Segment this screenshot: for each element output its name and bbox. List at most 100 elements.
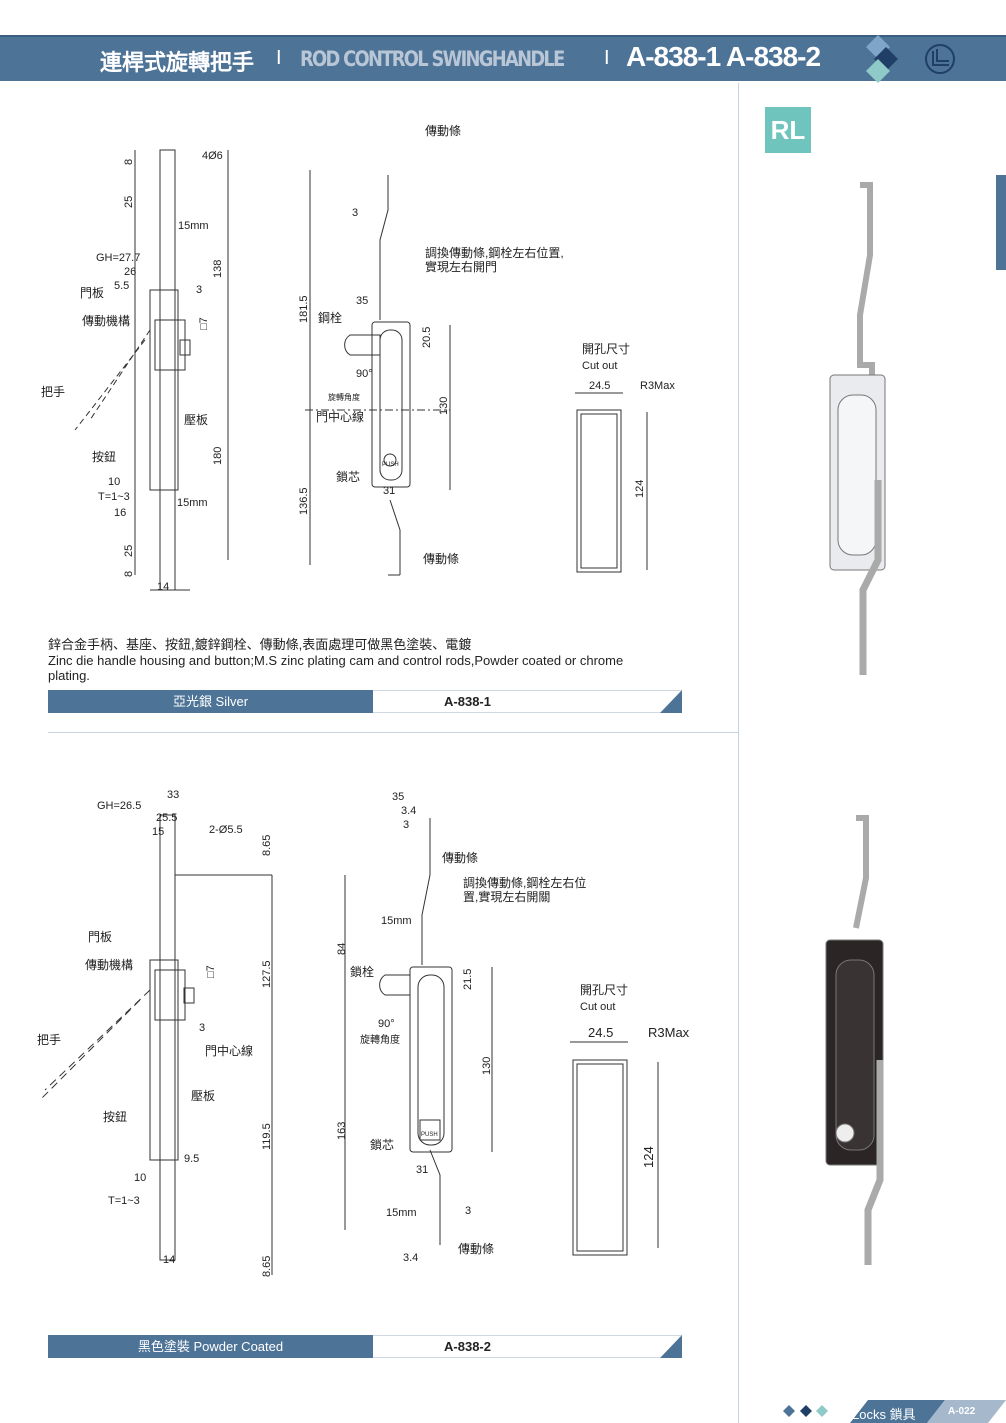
dim: 24.5 xyxy=(589,380,611,392)
product1-bar: 亞光銀 Silver A-838-1 xyxy=(48,690,682,713)
label-handle: 把手 xyxy=(37,1033,62,1047)
label-push: PUSH xyxy=(421,1132,438,1138)
label-press-plate: 壓板 xyxy=(184,413,209,427)
dim: 10 xyxy=(108,476,121,488)
dim: 3 xyxy=(352,207,359,219)
product2-bar: 黑色塗裝 Powder Coated A-838-2 xyxy=(48,1335,682,1358)
dim: 3 xyxy=(196,284,203,296)
dim: 8 xyxy=(123,158,135,165)
label-mechanism: 傳動機構 xyxy=(82,314,131,328)
section-divider xyxy=(48,732,738,733)
drawing-front-view-2 xyxy=(344,818,493,1245)
dim: 35 xyxy=(392,791,405,803)
label-button: 按鈕 xyxy=(92,450,117,464)
description-zh: 鋅合金手柄、基座、按鈕,鍍鋅鋼栓、傳動條,表面處理可做黑色塗裝、電鍍 xyxy=(48,637,472,652)
label-steel-pin: 鎖栓 xyxy=(350,965,375,979)
label-rotation: 旋轉角度 xyxy=(328,393,360,402)
dim: 90° xyxy=(356,368,373,380)
diamond-logo-icon xyxy=(866,35,955,83)
model-label: A-838-2 xyxy=(373,1335,682,1358)
dim: 33 xyxy=(167,789,180,801)
dim: R3Max xyxy=(640,380,675,392)
dim: 3.4 xyxy=(401,805,417,817)
dim: 138 xyxy=(212,259,224,278)
dim: 136.5 xyxy=(298,487,310,515)
corner-triangle xyxy=(660,1335,682,1358)
footer-section: Locks 鎖具 xyxy=(852,1407,916,1422)
dim: 119.5 xyxy=(261,1123,273,1150)
dim: 84 xyxy=(336,942,348,955)
model-label: A-838-1 xyxy=(373,690,682,713)
dim: GH=26.5 xyxy=(97,800,142,812)
label-door-center: 門中心線 xyxy=(205,1044,254,1058)
title-zh: 連桿式旋轉把手 xyxy=(100,50,255,75)
label-adjust: 調換傳動條,鋼栓左右位置,實現左右開門 xyxy=(425,246,564,274)
separator: I xyxy=(276,47,282,69)
cutout-2 xyxy=(572,1059,628,1256)
label-adjust: 調換傳動條,鋼栓左右位置,實現左右開關 xyxy=(463,876,587,904)
dim: 2-Ø5.5 xyxy=(209,824,243,836)
dim: 124 xyxy=(634,479,646,498)
dim: 35 xyxy=(356,295,369,307)
dim: T=1~3 xyxy=(108,1195,140,1207)
page-footer: Locks 鎖具 A-022 xyxy=(780,1400,1006,1423)
model-codes: A-838-1 A-838-2 xyxy=(626,41,821,72)
description-en: Zinc die handle housing and button;M.S z… xyxy=(48,652,624,684)
dim: 163 xyxy=(336,1121,348,1140)
dim: 20.5 xyxy=(421,326,433,348)
label-cutout-zh: 開孔尺寸 xyxy=(580,983,629,997)
dim: 25 xyxy=(123,544,135,557)
label-rod-bottom: 傳動條 xyxy=(458,1242,495,1256)
dim: 5.5 xyxy=(114,280,130,292)
product-photo-silver xyxy=(829,182,886,675)
dim: 90° xyxy=(378,1018,395,1030)
dim: 31 xyxy=(416,1164,429,1176)
dim: 4Ø6 xyxy=(202,150,223,162)
label-lock-core: 鎖芯 xyxy=(370,1138,395,1152)
dim: 14 xyxy=(163,1254,176,1266)
dim: 10 xyxy=(134,1172,147,1184)
side-tab xyxy=(996,175,1006,270)
dim: 180 xyxy=(212,446,224,465)
dim: 26 xyxy=(124,266,137,278)
dim: 8.65 xyxy=(261,1255,273,1277)
page-header: 連桿式旋轉把手 I ROD CONTROL SWINGHANDLE I A-83… xyxy=(0,35,1006,83)
dim: R3Max xyxy=(648,1025,690,1040)
dim: 15mm xyxy=(381,915,412,927)
label-rod-top: 傳動條 xyxy=(442,851,479,865)
dim: 31 xyxy=(383,485,396,497)
column-divider xyxy=(738,83,739,1423)
page-number: A-022 xyxy=(948,1406,976,1417)
product-description: 鋅合金手柄、基座、按鈕,鍍鋅鋼栓、傳動條,表面處理可做黑色塗裝、電鍍 Zinc … xyxy=(48,637,668,684)
title-en: ROD CONTROL SWINGHANDLE xyxy=(300,47,565,71)
dim: 9.5 xyxy=(184,1153,200,1165)
dim: GH=27.7 xyxy=(96,252,141,264)
dim: 16 xyxy=(114,507,127,519)
label-rod-bottom: 傳動條 xyxy=(423,552,460,566)
dim: □7 xyxy=(198,317,210,330)
label-rod-top: 傳動條 xyxy=(425,124,462,138)
label-door-panel: 門板 xyxy=(80,286,105,300)
label-door-panel: 門板 xyxy=(88,930,113,944)
dim: 15mm xyxy=(178,220,209,232)
dim: T=1~3 xyxy=(98,491,130,503)
dim: 15mm xyxy=(177,497,208,509)
drawing-front-view-1 xyxy=(305,170,451,576)
dim: 8.65 xyxy=(261,834,273,856)
label-press-plate: 壓板 xyxy=(191,1089,216,1103)
dim: □7 xyxy=(205,965,217,978)
label-lock-core: 鎖芯 xyxy=(336,470,361,484)
separator: I xyxy=(604,47,610,69)
label-steel-pin: 鋼栓 xyxy=(318,311,343,325)
dim: 3.4 xyxy=(403,1252,419,1264)
dim: 24.5 xyxy=(588,1025,614,1040)
dim: 14 xyxy=(157,581,170,593)
dim: 124 xyxy=(641,1146,656,1168)
dim: 8 xyxy=(123,570,135,577)
dim: 21.5 xyxy=(462,968,474,990)
dim: 3 xyxy=(465,1205,472,1217)
dim: 15mm xyxy=(386,1207,417,1219)
drawing-side-view-1 xyxy=(74,149,229,591)
product-photo-black xyxy=(825,815,884,1265)
label-button: 按鈕 xyxy=(103,1110,128,1124)
